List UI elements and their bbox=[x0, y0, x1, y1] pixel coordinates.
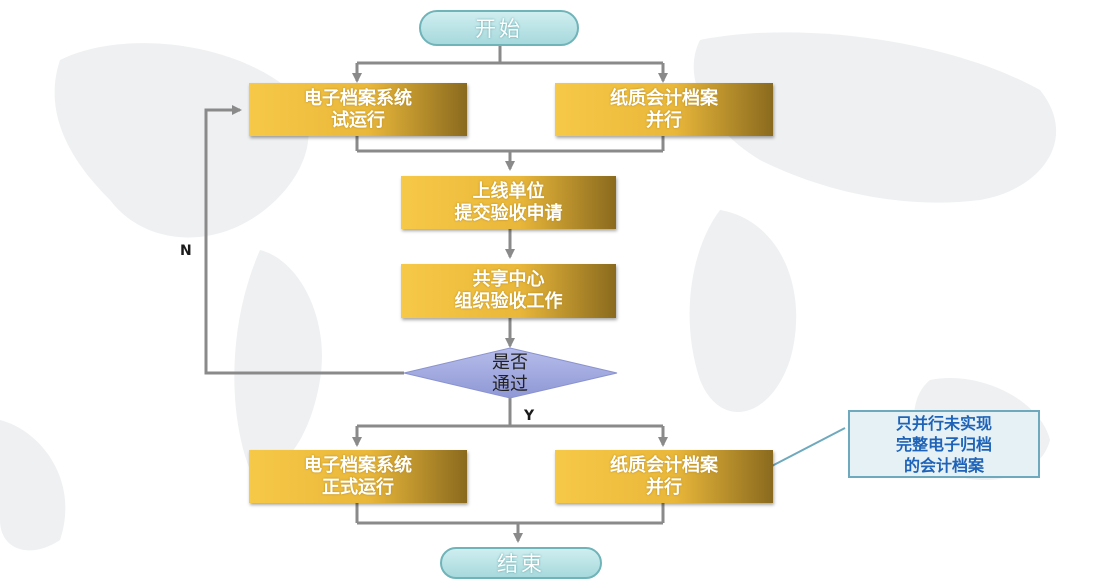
note-callout-line bbox=[767, 427, 846, 469]
decision-diamond bbox=[403, 347, 618, 399]
end-terminal: 结束 bbox=[440, 547, 602, 579]
step-organize-acceptance: 共享中心 组织验收工作 bbox=[401, 264, 616, 318]
step-paper-archive-parallel-bottom: 纸质会计档案 并行 bbox=[555, 450, 773, 503]
yes-branch-label: Y bbox=[524, 408, 535, 424]
step-e-archive-trial: 电子档案系统 试运行 bbox=[249, 83, 467, 136]
annotation-note: 只并行未实现 完整电子归档 的会计档案 bbox=[848, 410, 1040, 478]
step-submit-acceptance: 上线单位 提交验收申请 bbox=[401, 176, 616, 229]
decision-label: 是否 通过 bbox=[492, 352, 528, 395]
connector-no-loop bbox=[204, 105, 404, 375]
no-branch-label: N bbox=[180, 243, 192, 259]
step-e-archive-formal: 电子档案系统 正式运行 bbox=[249, 450, 467, 503]
start-terminal: 开始 bbox=[419, 10, 579, 46]
step-paper-archive-parallel-top: 纸质会计档案 并行 bbox=[555, 83, 773, 136]
